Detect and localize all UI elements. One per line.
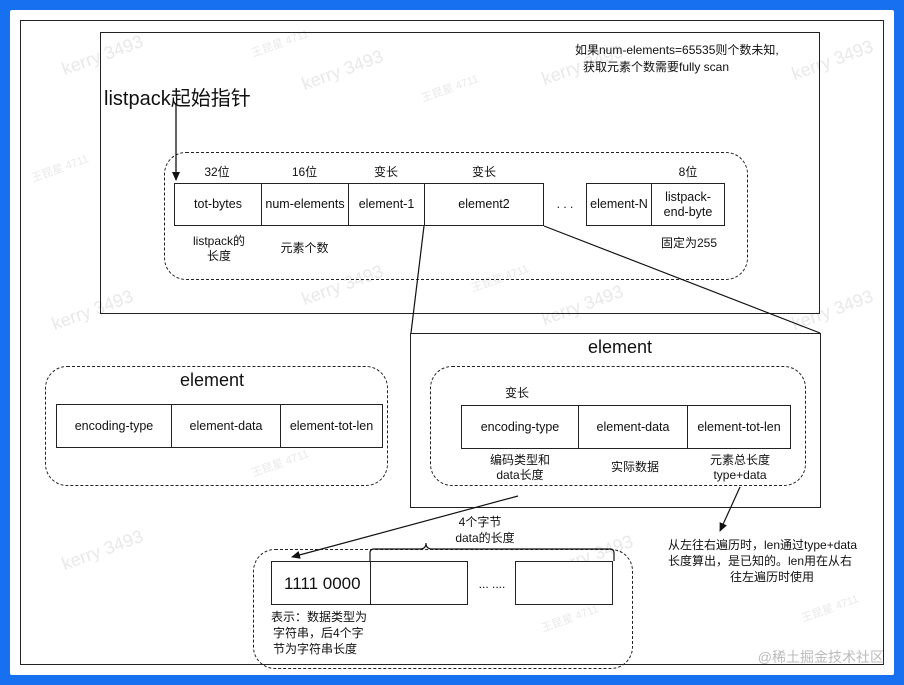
note-line: 如果num-elements=65535则个数未知, (575, 43, 779, 57)
encoding-note: 编码类型和 data长度 (489, 453, 550, 482)
note-line: 获取元素个数需要fully scan (583, 60, 730, 74)
encoding-detail-arrow (291, 495, 519, 559)
element-left-group (45, 366, 388, 486)
header-label: 8位 (678, 165, 698, 179)
length-byte-cell (370, 561, 468, 605)
header-label: 变长 (471, 165, 496, 179)
start-pointer-label: listpack起始指针 (104, 88, 251, 110)
zoom-line (543, 225, 821, 334)
listpack-container (100, 32, 820, 314)
totlen-explain-line: 往左遍历时使用 (730, 570, 815, 584)
brand-text: @稀土掘金技术社区 (757, 649, 884, 665)
num-elements-note: 元素个数 (280, 241, 329, 255)
element-1-cell: element-1 (348, 183, 425, 226)
element2-cell: element2 (424, 183, 544, 226)
element-left-title: element (180, 370, 245, 390)
header-label: 32位 (204, 165, 230, 179)
length-byte-cell (515, 561, 613, 605)
header-label: 变长 (373, 165, 398, 179)
bytes-note-line: data的长度 (455, 531, 515, 545)
ellipsis: . . . (556, 197, 574, 211)
element-tot-len-cell: element-tot-len (280, 404, 383, 448)
element-right-group (430, 366, 806, 486)
encoding-note-line: 字符串，后4个字 (273, 626, 364, 640)
tot-bytes-cell: tot-bytes (174, 183, 262, 226)
end-byte-note: 固定为255 (660, 236, 718, 250)
element-tot-len-cell: element-tot-len (687, 405, 791, 449)
header-label: 16位 (291, 165, 318, 179)
totlen-note-arrow (719, 486, 741, 532)
tot-bytes-note: listpack的 长度 (192, 234, 245, 263)
data-note: 实际数据 (610, 460, 659, 474)
end-byte-cell: listpack- end-byte (651, 183, 725, 226)
bytes-brace (369, 542, 615, 561)
encoding-note-line: 表示：数据类型为 (271, 610, 368, 624)
diagram-frame (20, 20, 884, 665)
encoding-type-cell: encoding-type (56, 404, 172, 448)
bytes-note-line: 4个字节 (458, 515, 502, 529)
element-right-container (410, 333, 821, 508)
ellipsis: ... .... (478, 577, 506, 591)
encoding-type-cell: encoding-type (461, 405, 579, 449)
element-header-label: 变长 (505, 386, 530, 400)
zoom-line (410, 225, 425, 334)
totlen-explain-line: 从左往右遍历时，len通过type+data (668, 538, 858, 552)
element-right-title: element (588, 337, 653, 357)
encoding-note-line: 节为字符串长度 (273, 642, 358, 656)
element-data-cell: element-data (578, 405, 688, 449)
brand-watermark: @稀土掘金技术社区 (758, 647, 884, 667)
encoding-first-byte: 1111 0000 (271, 561, 371, 605)
listpack-group (164, 152, 748, 280)
totlen-explain-line: 长度算出，是已知的。len用在从右 (668, 554, 853, 568)
num-elements-cell: num-elements (261, 183, 349, 226)
totlen-note: 元素总长度 type+data (709, 453, 770, 482)
element-data-cell: element-data (171, 404, 281, 448)
